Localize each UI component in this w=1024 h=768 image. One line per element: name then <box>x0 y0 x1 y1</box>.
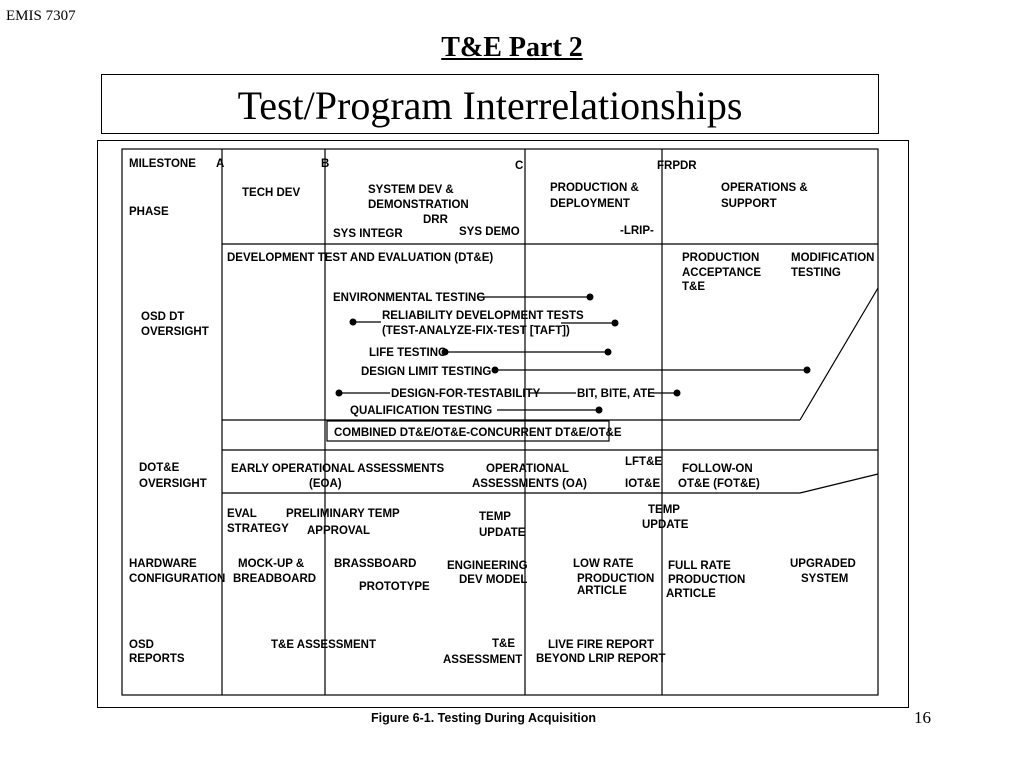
phase-pd-line2: DEPLOYMENT <box>550 198 630 210</box>
dte-label: DEVELOPMENT TEST AND EVALUATION (DT&E) <box>227 252 493 264</box>
row-label-hardware: HARDWARE <box>129 558 197 570</box>
dt-band-slant <box>799 287 879 421</box>
rel-testing-line1: RELIABILITY DEVELOPMENT TESTS <box>382 310 584 322</box>
phase-tech-dev: TECH DEV <box>242 187 300 199</box>
life-testing-end-dot <box>604 348 612 356</box>
te-assessment-2-line2: ASSESSMENT <box>443 654 522 666</box>
dft-label: DESIGN-FOR-TESTABILITY <box>391 388 541 400</box>
design-limit-label: DESIGN LIMIT TESTING <box>361 366 491 378</box>
milestone-c: C <box>515 160 523 172</box>
te-assessment-2-line1: T&E <box>492 638 515 650</box>
temp-update-2-line2: UPDATE <box>642 519 689 531</box>
lrpa-line3: ARTICLE <box>577 585 627 597</box>
phase-sys-integr: SYS INTEGR <box>333 228 403 240</box>
eval-strategy-line2: STRATEGY <box>227 523 289 535</box>
pat-line2: ACCEPTANCE <box>682 267 761 279</box>
phase-os-line2: SUPPORT <box>721 198 777 210</box>
te-assessment-label: T&E ASSESSMENT <box>271 639 376 651</box>
part-heading: T&E Part 2 <box>441 32 583 63</box>
eval-strategy-line1: EVAL <box>227 508 257 520</box>
milestone-frpdr: FRPDR <box>657 160 697 172</box>
row-label-reports: REPORTS <box>129 653 185 665</box>
slide-title: Test/Program Interrelationships <box>237 83 743 128</box>
eoa-line2: (EOA) <box>309 478 342 490</box>
lfte-label: LFT&E <box>625 456 662 468</box>
mockup-line2: BREADBOARD <box>233 573 316 585</box>
pat-line3: T&E <box>682 281 705 293</box>
phase-pd-line1: PRODUCTION & <box>550 182 639 194</box>
row-label-configuration: CONFIGURATION <box>129 573 225 585</box>
life-testing-label: LIFE TESTING <box>369 347 447 359</box>
live-fire-line2: BEYOND LRIP REPORT <box>536 653 666 665</box>
eoa-line1: EARLY OPERATIONAL ASSESSMENTS <box>231 463 445 475</box>
eng-dev-line2: DEV MODEL <box>459 574 527 586</box>
env-testing-end-dot <box>586 293 594 301</box>
phase-sdd-line1: SYSTEM DEV & <box>368 184 454 196</box>
mod-testing-line1: MODIFICATION <box>791 252 874 264</box>
oa-line2: ASSESSMENTS (OA) <box>472 478 587 490</box>
mod-testing-line2: TESTING <box>791 267 841 279</box>
prelim-temp-line1: PRELIMINARY TEMP <box>286 508 400 520</box>
phase-sys-demo: SYS DEMO <box>459 226 520 238</box>
row-label-dote-oversight: OVERSIGHT <box>139 478 207 490</box>
life-testing-start-dot <box>441 348 449 356</box>
phase-drr: DRR <box>423 214 449 226</box>
milestone-b: B <box>321 158 329 170</box>
qual-testing-end-dot <box>595 406 603 414</box>
row-label-osd-dt-oversight: OVERSIGHT <box>141 326 209 338</box>
design-limit-end-dot <box>803 366 811 374</box>
dft-start-dot <box>335 389 343 397</box>
qual-testing-label: QUALIFICATION TESTING <box>350 405 492 417</box>
phase-sdd-line2: DEMONSTRATION <box>368 199 469 211</box>
live-fire-line1: LIVE FIRE REPORT <box>548 639 654 651</box>
combined-test-label: COMBINED DT&E/OT&E-CONCURRENT DT&E/OT&E <box>334 427 622 439</box>
lrpa-line2: PRODUCTION <box>577 573 654 585</box>
prototype-label: PROTOTYPE <box>359 581 430 593</box>
mockup-line1: MOCK-UP & <box>238 558 304 570</box>
row-label-osd-dt: OSD DT <box>141 311 184 323</box>
eng-dev-line1: ENGINEERING <box>447 560 528 572</box>
milestone-a: A <box>216 158 224 170</box>
row-label-phase: PHASE <box>129 206 169 218</box>
design-limit-start-dot <box>491 366 499 374</box>
temp-update-2-line1: TEMP <box>648 504 680 516</box>
env-testing-label: ENVIRONMENTAL TESTING <box>333 292 485 304</box>
figure-frame <box>97 140 909 708</box>
fote-line2: OT&E (FOT&E) <box>678 478 760 490</box>
oa-line1: OPERATIONAL <box>486 463 569 475</box>
temp-update-1-line1: TEMP <box>479 511 511 523</box>
title-box <box>101 74 879 134</box>
row-label-dote: DOT&E <box>139 462 180 474</box>
rel-testing-line2: (TEST-ANALYZE-FIX-TEST [TAFT]) <box>382 325 570 337</box>
frpa-line3: ARTICLE <box>666 588 716 600</box>
frpa-line1: FULL RATE <box>668 560 731 572</box>
brassboard-label: BRASSBOARD <box>334 558 416 570</box>
lrpa-line1: LOW RATE <box>573 558 634 570</box>
course-code: EMIS 7307 <box>6 8 76 24</box>
page-number: 16 <box>914 708 931 727</box>
diagram-border <box>121 148 879 696</box>
phase-os-line1: OPERATIONS & <box>721 182 808 194</box>
rel-testing-end-dot <box>611 319 619 327</box>
row-label-milestone: MILESTONE <box>129 158 196 170</box>
pat-line1: PRODUCTION <box>682 252 759 264</box>
bit-bite-ate-label: BIT, BITE, ATE <box>577 388 655 400</box>
temp-update-1-line2: UPDATE <box>479 527 526 539</box>
ot-band-slant <box>799 473 879 494</box>
phase-lrip: -LRIP- <box>620 225 654 237</box>
row-label-osd: OSD <box>129 639 154 651</box>
iote-label: IOT&E <box>625 478 660 490</box>
combined-test-box <box>326 420 610 442</box>
dft-end-dot <box>673 389 681 397</box>
figure-caption: Figure 6-1. Testing During Acquisition <box>371 711 596 725</box>
upgraded-line1: UPGRADED <box>790 558 856 570</box>
upgraded-line2: SYSTEM <box>801 573 848 585</box>
fote-line1: FOLLOW-ON <box>682 463 753 475</box>
rel-testing-start-dot <box>349 318 357 326</box>
frpa-line2: PRODUCTION <box>668 574 745 586</box>
prelim-temp-line2: APPROVAL <box>307 525 370 537</box>
